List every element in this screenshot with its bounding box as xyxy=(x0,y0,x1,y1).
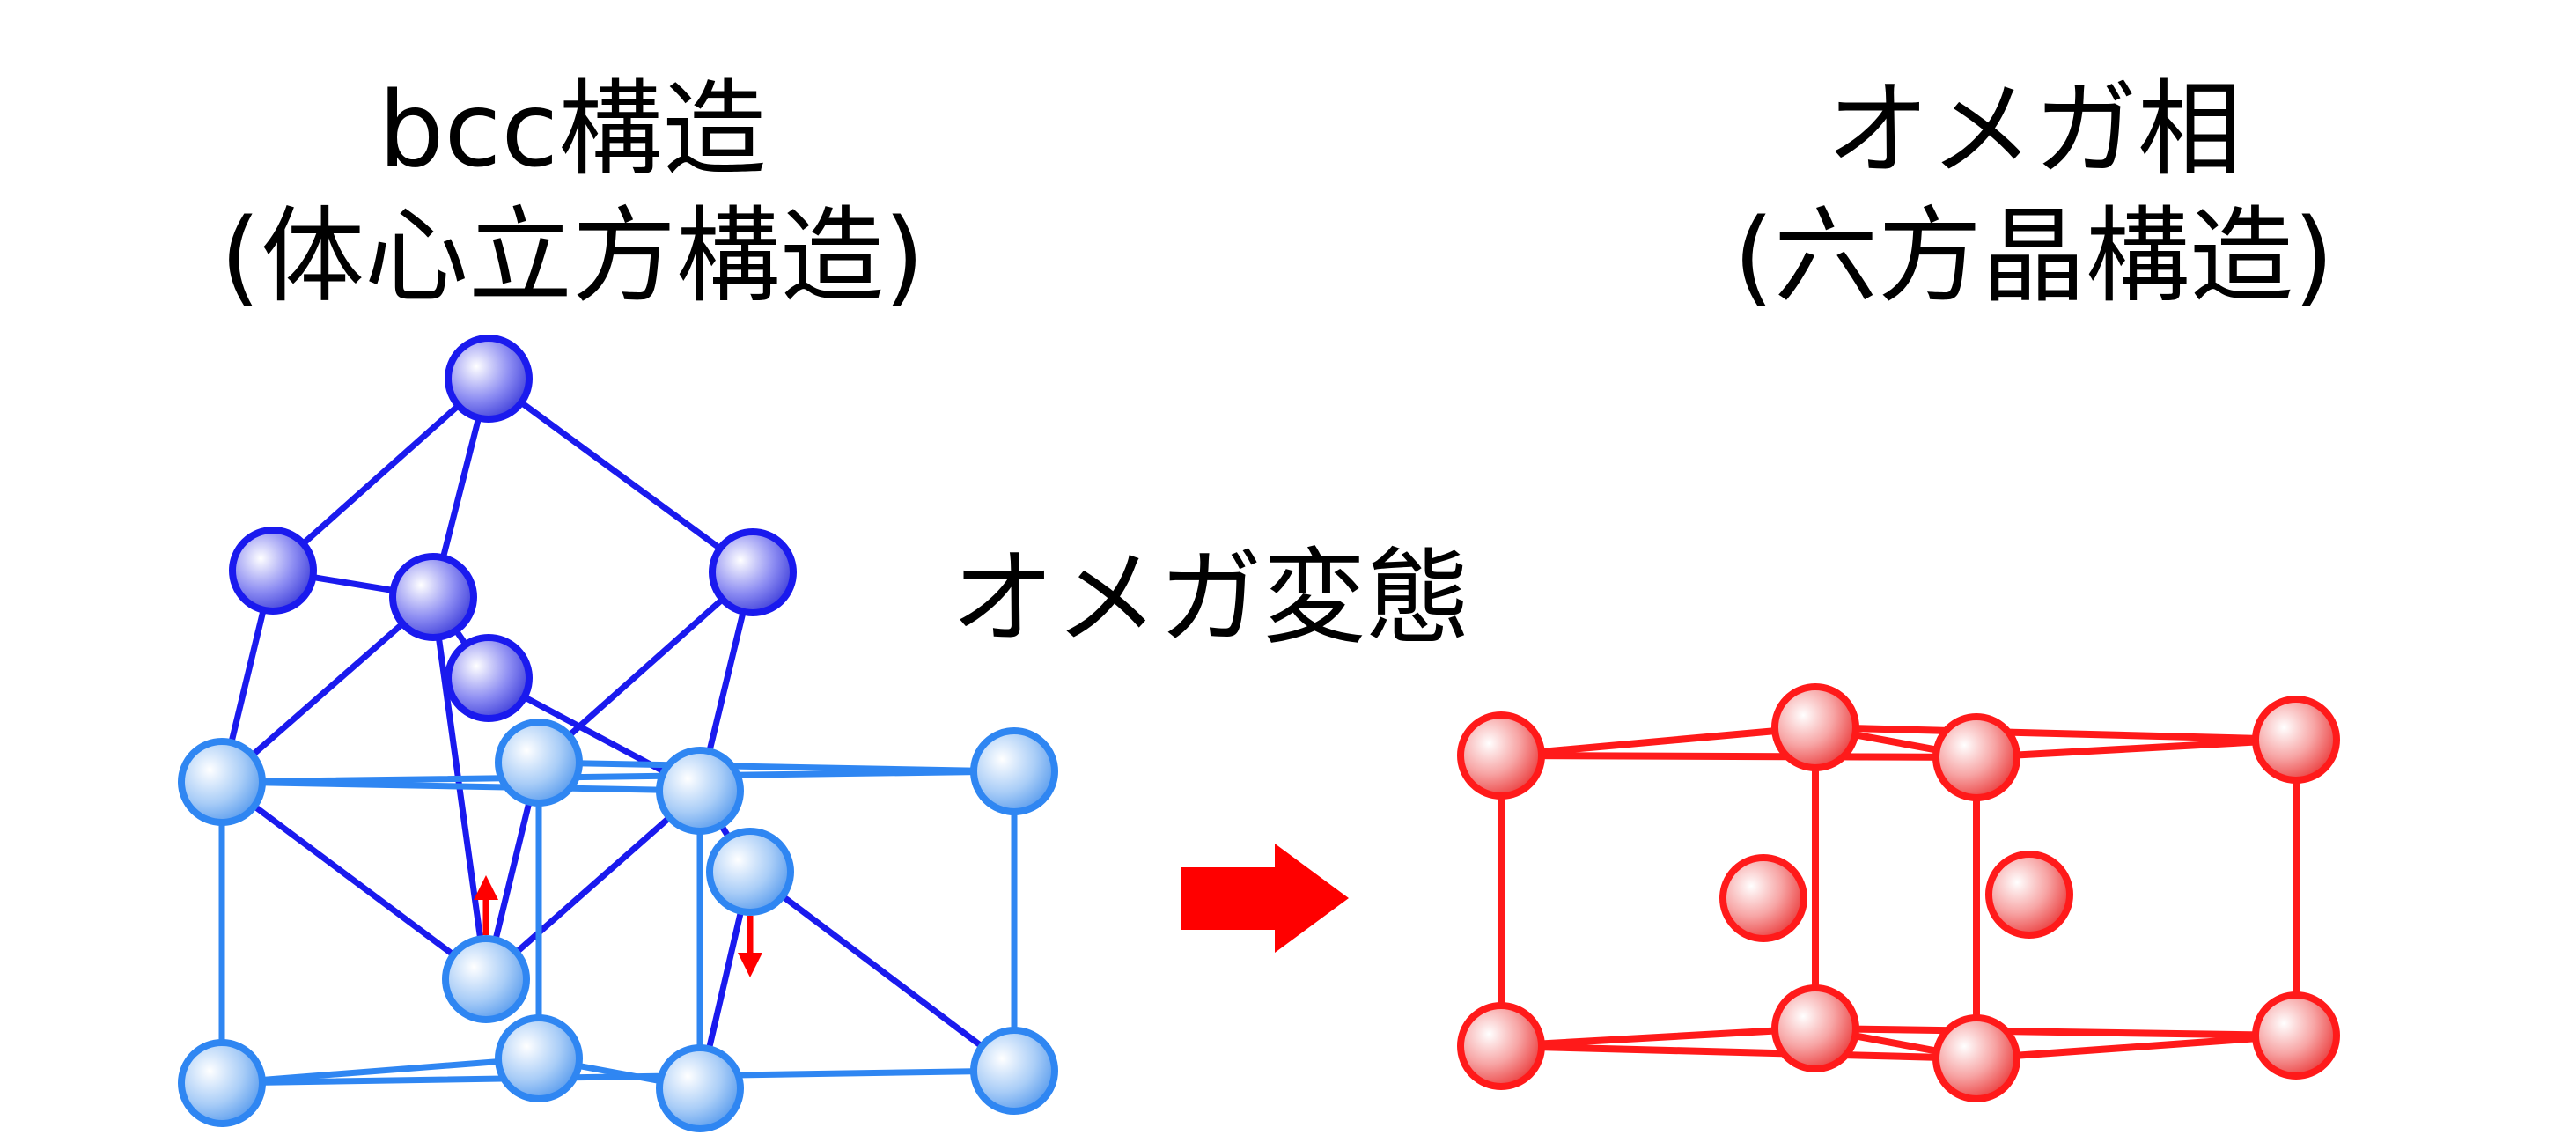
atom xyxy=(445,335,533,423)
omega-subtitle: (六方晶構造) xyxy=(1733,195,2335,317)
atom xyxy=(656,747,744,835)
bcc-atoms xyxy=(178,335,1058,1132)
atom xyxy=(709,528,797,616)
atom xyxy=(970,1027,1058,1115)
bcc-light-bonds xyxy=(218,759,1018,1092)
bond-line xyxy=(218,1067,1018,1087)
bond-line xyxy=(218,1055,542,1087)
atom xyxy=(2252,991,2340,1080)
bond-line xyxy=(269,375,492,574)
bond-line xyxy=(1498,1043,1980,1062)
atom xyxy=(1932,713,2020,801)
omega-bonds xyxy=(1498,724,2300,1062)
bond-line xyxy=(1812,724,2300,743)
atom xyxy=(442,935,530,1023)
atom xyxy=(229,527,317,615)
atom xyxy=(706,828,794,916)
atom xyxy=(1457,1002,1545,1090)
bcc-subtitle: (体心立方構造) xyxy=(219,195,925,317)
bond-line xyxy=(1498,724,1819,759)
bond-line xyxy=(747,868,1018,1074)
bond-line xyxy=(218,593,437,785)
atom xyxy=(445,634,533,722)
bond-line xyxy=(1812,1025,2300,1039)
atom xyxy=(1457,711,1545,800)
transformation-arrow-icon xyxy=(1181,844,1349,953)
omega-title: オメガ相 xyxy=(1825,69,2241,190)
bond-line xyxy=(1973,1032,2300,1062)
atom xyxy=(495,1014,583,1102)
atom xyxy=(495,719,583,807)
atom xyxy=(1985,851,2073,939)
atom xyxy=(1719,854,1807,942)
bond-line xyxy=(1498,752,1980,761)
bcc-title: bcc構造 xyxy=(378,69,767,190)
bcc-dark-bonds xyxy=(218,375,1018,1092)
atom xyxy=(970,727,1058,815)
atom xyxy=(656,1044,744,1132)
atom xyxy=(2252,696,2340,784)
bond-line xyxy=(535,759,1018,775)
atom xyxy=(1932,1014,2020,1102)
omega-atoms xyxy=(1457,683,2340,1102)
atom xyxy=(178,738,266,826)
atom xyxy=(1771,984,1859,1072)
bond-line xyxy=(1498,1025,1819,1050)
bond-line xyxy=(218,778,703,794)
bond-line xyxy=(535,569,756,766)
atom xyxy=(1771,683,1859,771)
bond-line xyxy=(482,787,703,983)
bond-line xyxy=(218,778,489,983)
atom xyxy=(178,1039,266,1127)
bond-line xyxy=(218,768,1018,785)
atom-displacement-arrow-icon xyxy=(738,916,762,977)
atom xyxy=(389,553,477,641)
atom-displacement-arrow-icon xyxy=(474,875,498,935)
bond-line xyxy=(485,375,756,576)
transformation-label: オメガ変態 xyxy=(951,537,1471,659)
bond-line xyxy=(1973,736,2300,761)
